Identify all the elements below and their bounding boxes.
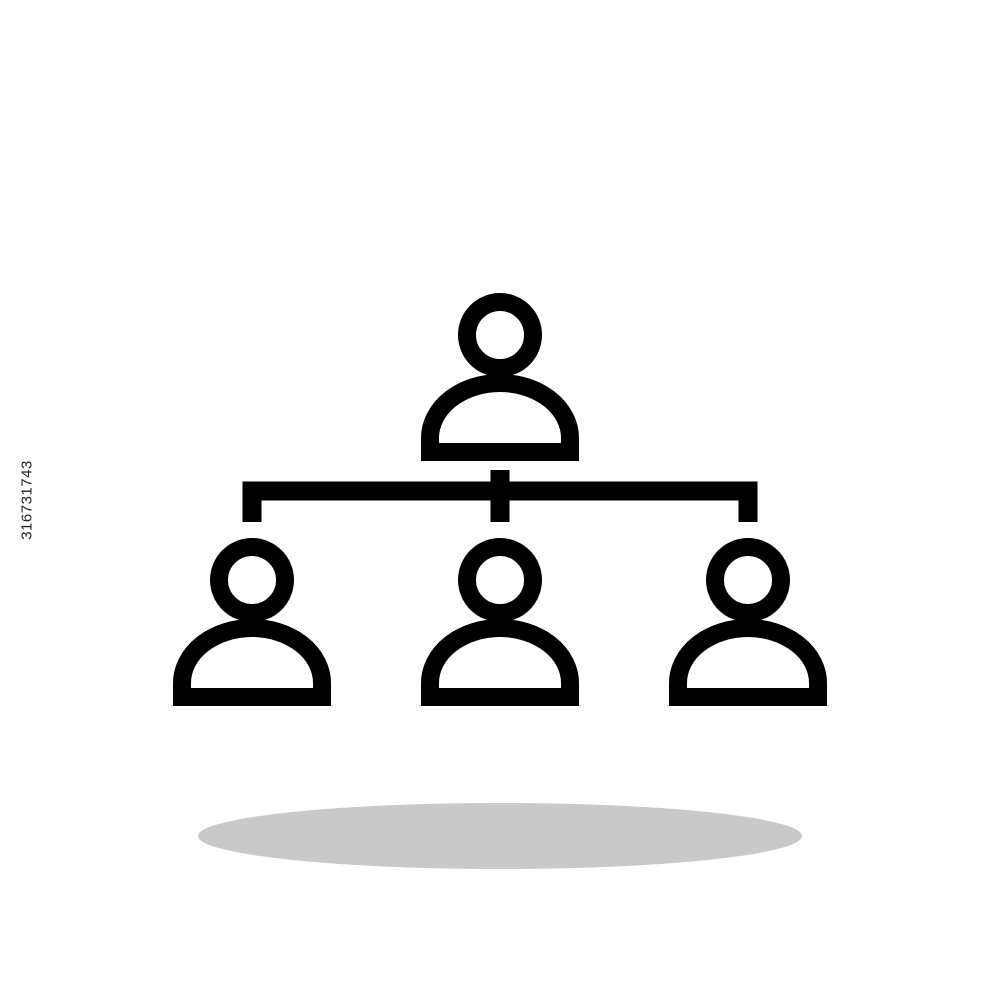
drop-shadow [198,803,802,869]
person-icon-center [421,538,579,706]
person-icon-right [669,538,827,706]
person-icon-left [173,538,331,706]
hierarchy-connector [242,470,758,522]
stock-id-watermark: 316731743 [18,460,36,540]
person-icon-top [421,293,579,461]
